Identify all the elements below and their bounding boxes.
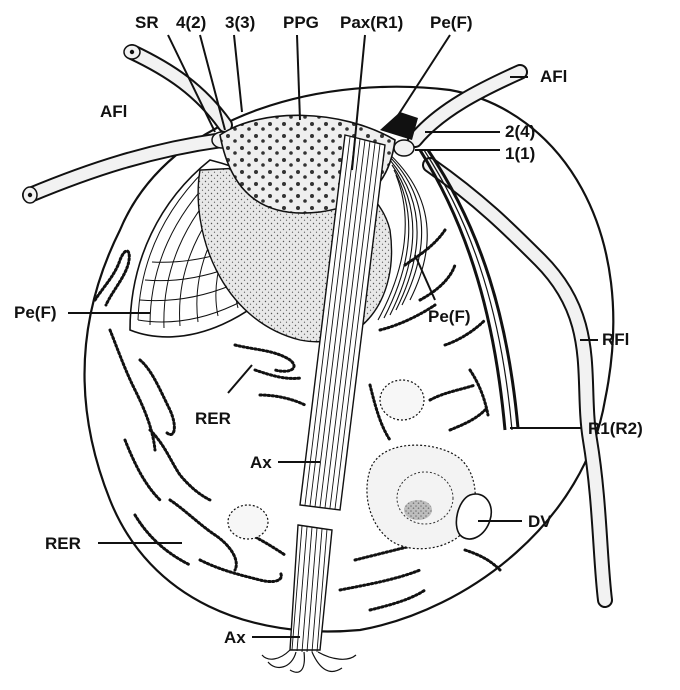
label-pef-left: Pe(F)	[14, 303, 57, 322]
label-pef-top: Pe(F)	[430, 13, 473, 32]
label-ax-bottom: Ax	[224, 628, 246, 647]
label-rfl: RFl	[602, 330, 629, 349]
label-afl-right: AFl	[540, 67, 567, 86]
label-r1-r2: R1(R2)	[588, 419, 643, 438]
label-afl-left: AFl	[100, 102, 127, 121]
label-pef-mid: Pe(F)	[428, 307, 471, 326]
label-dv: DV	[528, 512, 552, 531]
label-sr: SR	[135, 13, 159, 32]
label-rer-left: RER	[45, 534, 81, 553]
label-pax-r1: Pax(R1)	[340, 13, 403, 32]
label-ax-mid: Ax	[250, 453, 272, 472]
label-ppg: PPG	[283, 13, 319, 32]
label-4-2: 4(2)	[176, 13, 206, 32]
label-2-4: 2(4)	[505, 122, 535, 141]
label-1-1: 1(1)	[505, 144, 535, 163]
label-3-3: 3(3)	[225, 13, 255, 32]
label-rer-mid: RER	[195, 409, 231, 428]
